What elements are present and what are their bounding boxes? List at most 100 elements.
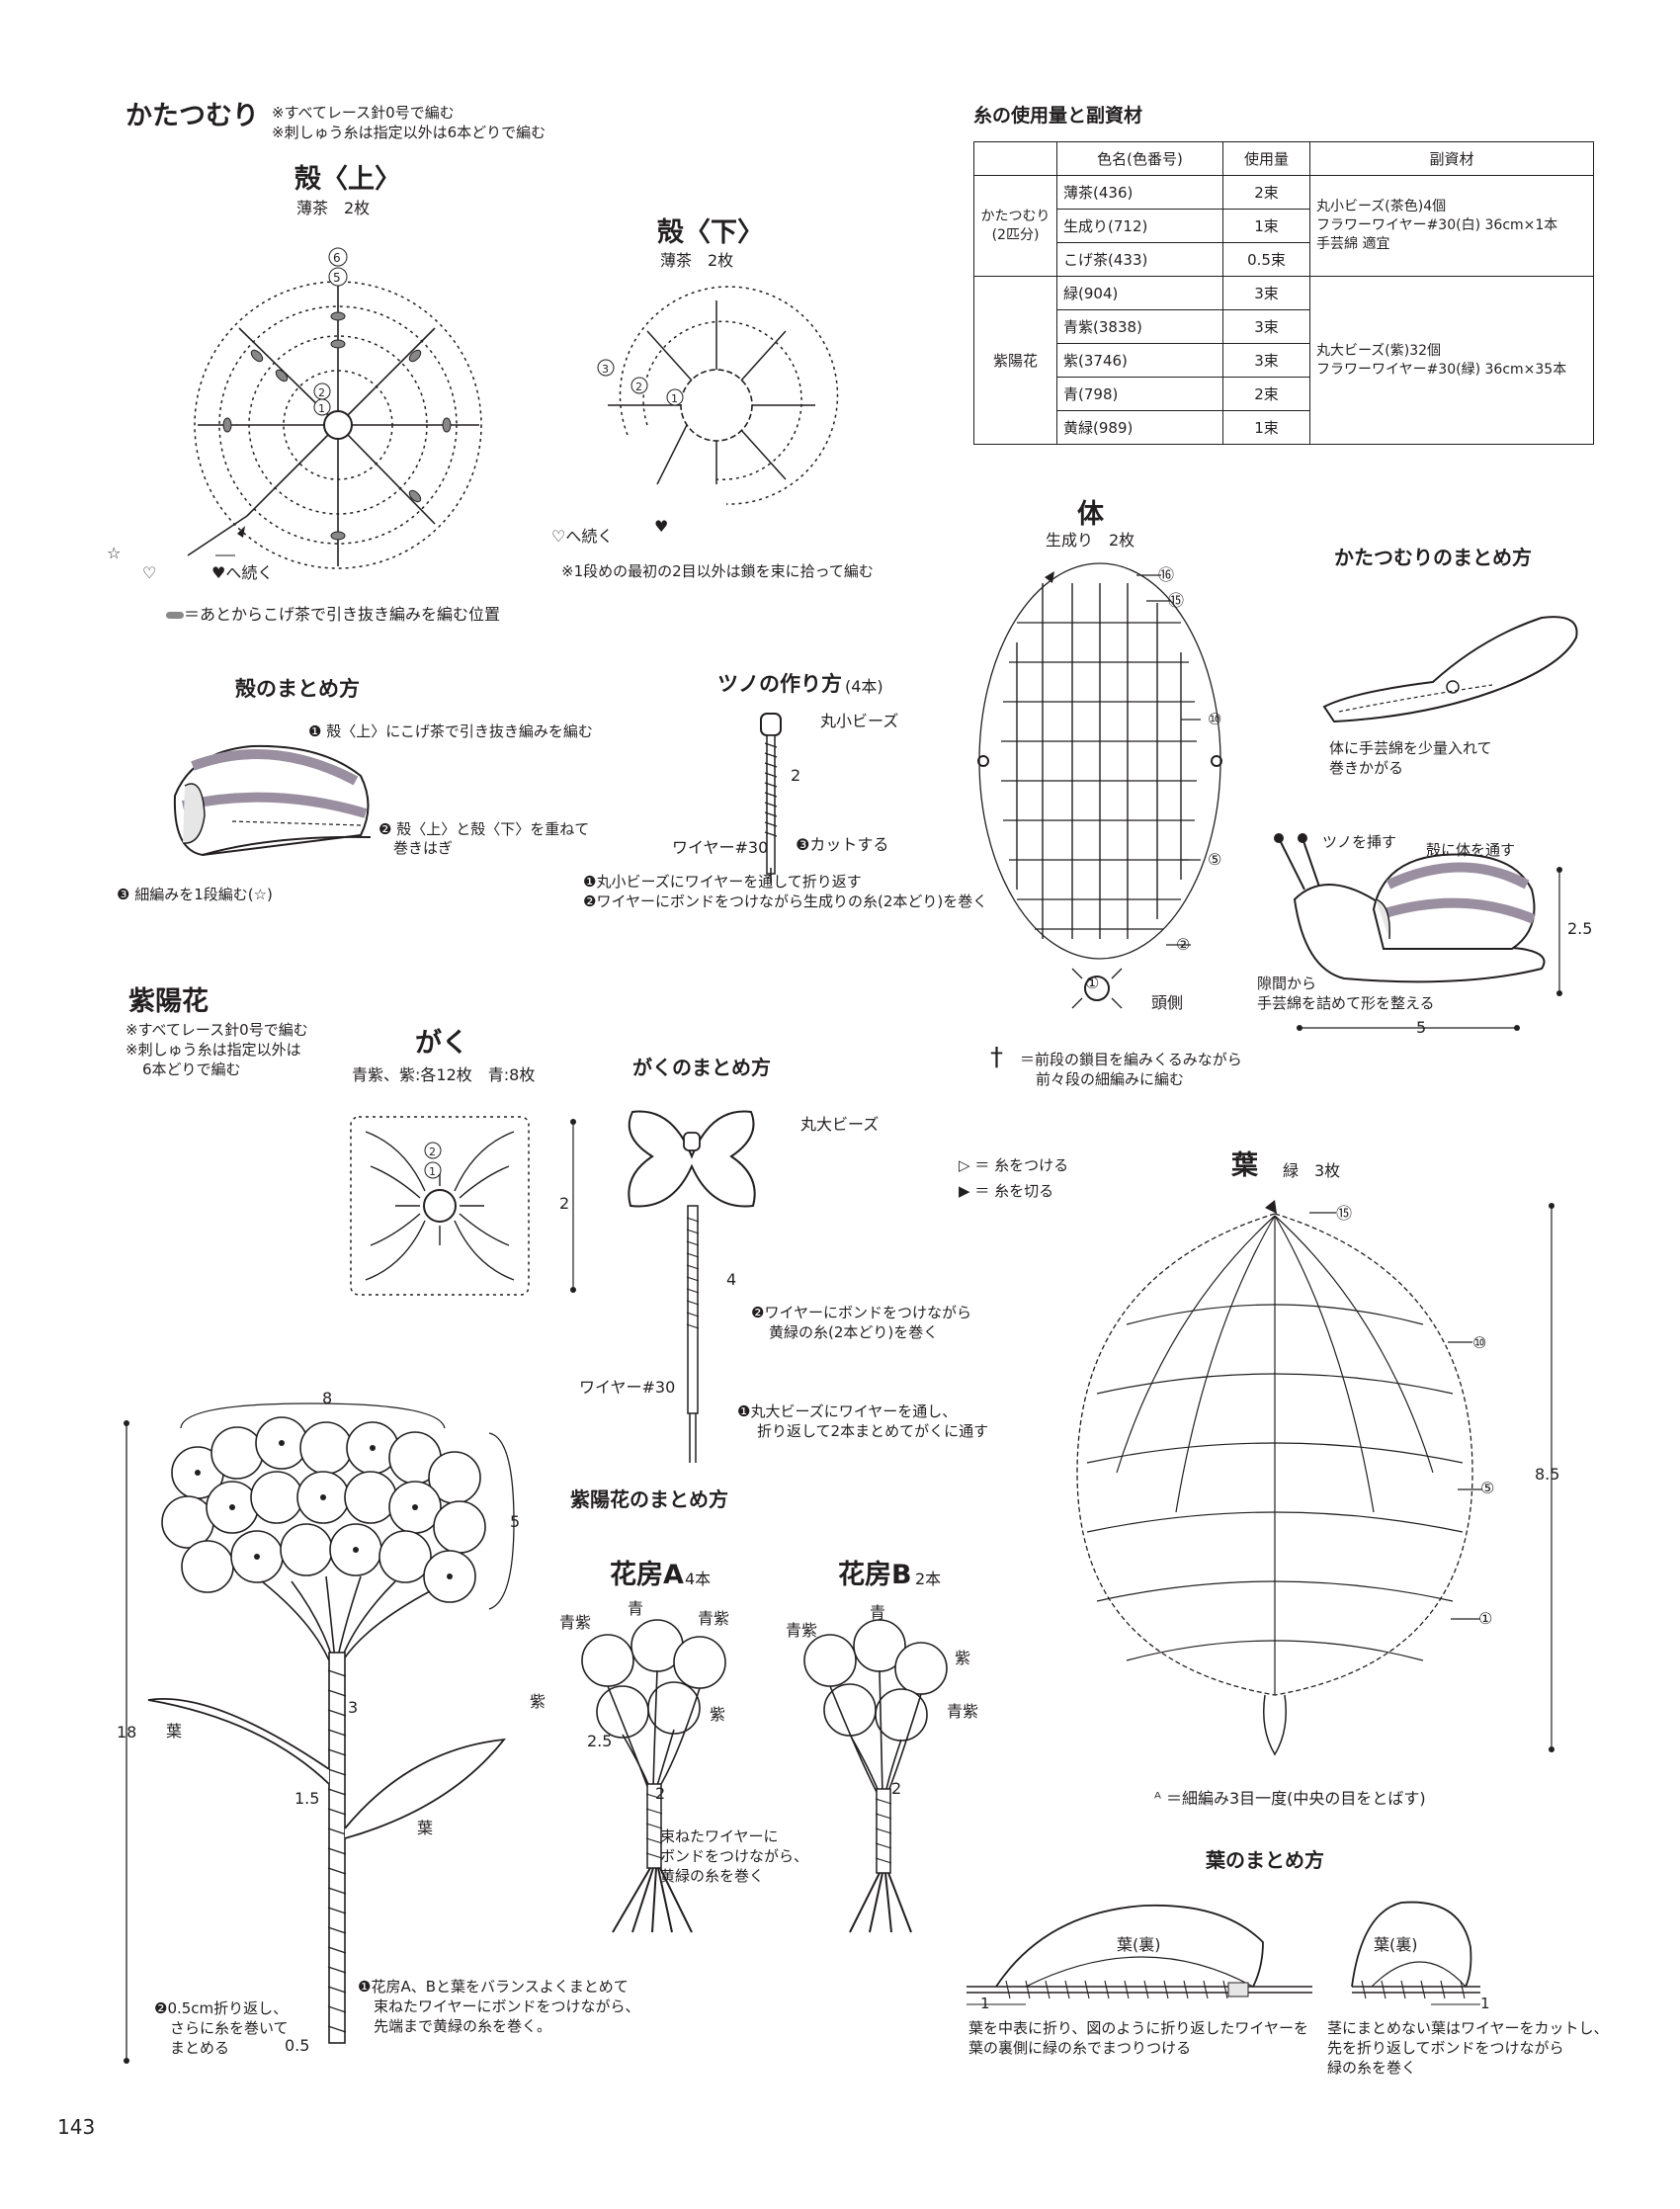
snail-gap-1: 隙間から — [1257, 975, 1317, 992]
shell-bottom-note: ※1段めの最初の2目以外は鎖を束に拾って編む — [561, 562, 874, 580]
cluster-b-count: 2本 — [915, 1570, 942, 1588]
shell-assembly-illustration — [173, 744, 372, 857]
cluster-a-color-aomurasaki-1: 青紫 — [559, 1613, 592, 1632]
svg-text:2: 2 — [635, 381, 642, 393]
cluster-b-color-ao: 青 — [870, 1603, 886, 1622]
body-row-10: ⑩ — [1208, 710, 1222, 728]
shell-assembly-step1: ❶ 殻〈上〉にこげ茶で引き抜き編みを編む — [308, 722, 593, 740]
plant-stem1: 3 — [348, 1698, 359, 1717]
table-row: 生成り(712) 1束 — [974, 209, 1594, 243]
snail-shell-through: 殻に体を通す — [1426, 841, 1516, 859]
calyx-title: がく — [415, 1028, 468, 1059]
cluster-illustrations — [581, 1619, 948, 1933]
calyx-step2a: ❷ワイヤーにボンドをつけながら — [751, 1304, 972, 1321]
cluster-b-color-murasaki: 紫 — [955, 1649, 971, 1667]
legend-cut: ▶ ＝ 糸を切る — [959, 1182, 1054, 1200]
calyx-assembly-illustration — [628, 1110, 756, 1463]
snail-group-label: かたつむり(2匹分) — [973, 175, 1057, 277]
leaf-row-5: ⑤ — [1480, 1479, 1495, 1497]
legend-attach: ▷ ＝ 糸をつける — [959, 1156, 1069, 1174]
leaf-note-1b: 葉の裏側に緑の糸でまつりつける — [968, 2039, 1192, 2057]
svg-text:2: 2 — [318, 386, 325, 399]
calyx-assembly-title: がくのまとめ方 — [632, 1056, 771, 1079]
materials-table: 色名(色番号) 使用量 副資材 かたつむり(2匹分) 薄茶(436) 2束 丸小… — [973, 141, 1594, 445]
cluster-a-count: 4本 — [685, 1570, 712, 1588]
hydrangea-title: 紫陽花 — [128, 986, 209, 1017]
plant-step2a: ❷0.5cm折り返し、 — [154, 1999, 289, 2017]
star-mark: ☆ — [107, 544, 122, 562]
materials-title: 糸の使用量と副資材 — [973, 105, 1143, 127]
horn-count: (4本) — [845, 677, 883, 696]
snail-materials-cell: 丸小ビーズ(茶色)4個 フラワーワイヤー#30(白) 36cm×1本 手芸綿 適… — [1309, 175, 1594, 277]
materials-header-blank — [973, 141, 1057, 176]
snail-horn-insert: ツノを挿す — [1322, 833, 1397, 851]
cluster-a-color-aomurasaki-2: 青紫 — [698, 1609, 730, 1628]
snail-title: かたつむり — [126, 101, 259, 131]
horn-bead-label: 丸小ビーズ — [820, 712, 899, 730]
horn-wire-label: ワイヤー#30 — [672, 838, 769, 857]
cluster-a-color-murasaki-1: 紫 — [530, 1692, 546, 1711]
leaf-height: 8.5 — [1535, 1465, 1560, 1484]
body-chart — [977, 562, 1222, 1009]
plant-step1c: 先端まで黄緑の糸を巻く。 — [374, 2017, 552, 2035]
snail-note-2: ※刺しゅう糸は指定以外は6本どりで編む — [272, 124, 546, 141]
materials-header-color: 色名(色番号) — [1056, 141, 1223, 176]
cluster-b-title: 花房B — [838, 1560, 912, 1590]
slip-legend-icon — [166, 612, 184, 619]
color-cell: 青紫(3838) — [1056, 309, 1223, 344]
leaf-note-2a: 茎にまとめない葉はワイヤーをカットし、 — [1327, 2019, 1609, 2037]
leaf-legend: ᴬ ＝細編み3目一度(中央の目をとばす) — [1154, 1789, 1426, 1808]
svg-text:5: 5 — [333, 271, 341, 285]
body-legend-icon: † — [990, 1043, 1003, 1072]
cluster-a-color-murasaki-2: 紫 — [710, 1705, 726, 1724]
plant-leaf-right: 葉 — [417, 1819, 434, 1837]
snail-width: 5 — [1416, 1018, 1427, 1037]
cluster-note-2: ボンドをつけながら、 — [660, 1847, 809, 1865]
qty-cell: 2束 — [1222, 175, 1310, 210]
horn-cut-label: ❸カットする — [796, 835, 889, 854]
page-number: 143 — [57, 2115, 96, 2139]
horn-step2: ❷ワイヤーにボンドをつけながら生成りの糸(2本どり)を巻く — [583, 892, 988, 910]
hydrangea-plant-illustration — [124, 1402, 515, 2064]
leaf-assembly-title: 葉のまとめ方 — [1206, 1848, 1324, 1872]
plant-step1b: 束ねたワイヤーにボンドをつけながら、 — [374, 1997, 640, 2015]
leaf-fold-1: 1 — [980, 1995, 990, 2012]
shell-assembly-title: 殻のまとめ方 — [235, 677, 360, 701]
snail-dimension-lines — [1297, 867, 1562, 1031]
table-row: かたつむり(2匹分) 薄茶(436) 2束 丸小ビーズ(茶色)4個 フラワーワイ… — [973, 175, 1594, 277]
qty-cell: 3束 — [1222, 276, 1310, 310]
leaf-row-1: ① — [1478, 1609, 1493, 1628]
leaf-back-label-1: 葉(裏) — [1117, 1935, 1161, 1954]
leaf-row-15: ⑮ — [1336, 1204, 1353, 1223]
cluster-a-color-ao: 青 — [628, 1599, 644, 1618]
snail-body-illustration — [1322, 616, 1578, 723]
leaf-assembly-illustrations — [966, 1901, 1480, 2005]
shell-assembly-step3: ❸ 細編みを1段編む(☆) — [117, 886, 273, 903]
shell-bottom-chart: 3 2 1 — [597, 286, 839, 505]
cluster-b-color-aomurasaki-1: 青紫 — [786, 1621, 818, 1640]
svg-text:6: 6 — [333, 251, 341, 265]
leaf-note-1a: 葉を中表に折り、図のように折り返したワイヤーを — [968, 2019, 1308, 2037]
color-cell: 青(798) — [1056, 377, 1223, 411]
white-heart-mark: ♡ — [142, 563, 157, 582]
qty-cell: 1束 — [1222, 209, 1310, 243]
hydrangea-note-1: ※すべてレース針0号で編む — [126, 1021, 308, 1039]
qty-cell: 1束 — [1222, 410, 1310, 445]
snail-stuff-2: 巻きかがる — [1329, 759, 1404, 777]
cluster-b-len: 2 — [891, 1779, 902, 1798]
shell-top-chart: 6 5 2 1 — [187, 247, 482, 569]
plant-leaf-left: 葉 — [166, 1722, 183, 1741]
cluster-note-1: 束ねたワイヤーに — [660, 1827, 779, 1845]
body-row-15: ⑮ — [1168, 591, 1185, 610]
black-heart-mark: ♥ — [654, 517, 669, 536]
leaf-back-label-2: 葉(裏) — [1374, 1935, 1418, 1954]
body-sub: 生成り 2枚 — [1046, 531, 1135, 550]
cluster-note-3: 黄緑の糸を巻く — [660, 1867, 765, 1885]
table-row: 青(798) 2束 — [974, 377, 1594, 411]
hydrangea-group-label: 紫陽花 — [973, 276, 1057, 445]
horn-length: 2 — [791, 766, 801, 785]
table-row: 紫(3746) 3束 — [974, 343, 1594, 378]
cont-white-heart: ♡へ続く — [551, 527, 614, 546]
svg-text:3: 3 — [602, 363, 609, 376]
calyx-step1a: ❶丸大ビーズにワイヤーを通し、 — [737, 1402, 958, 1420]
